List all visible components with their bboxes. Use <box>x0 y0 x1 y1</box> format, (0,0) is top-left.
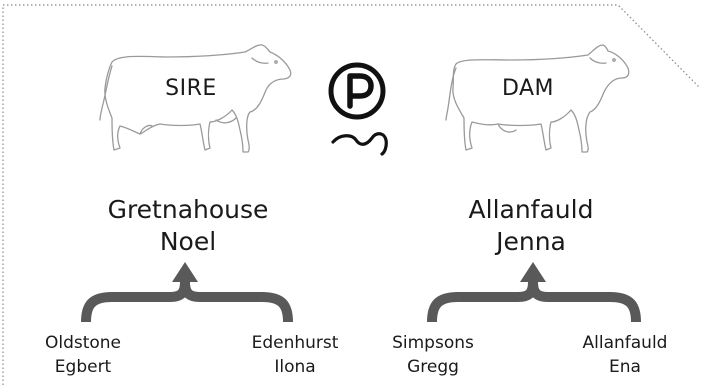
sire-granddam-line2: Ilona <box>274 357 316 377</box>
cow-outline-icon <box>445 44 630 153</box>
dam-name-line1: Allanfauld <box>468 195 594 224</box>
dam-name: Allanfauld Jenna <box>411 194 651 258</box>
dam-grandsire-line1: Simpsons <box>392 333 474 353</box>
dam-granddam-line2: Ena <box>609 357 641 377</box>
dam-grandsire-name: Simpsons Gregg <box>373 331 493 379</box>
dotted-frame <box>2 4 701 385</box>
dam-name-line2: Jenna <box>496 227 566 256</box>
sire-grandsire-line2: Egbert <box>54 357 112 377</box>
dam-grandsire-line2: Gregg <box>407 357 459 377</box>
sire-granddam-line1: Edenhurst <box>251 333 339 353</box>
sire-grandsire-name: Oldstone Egbert <box>23 331 143 379</box>
dam-granddam-line1: Allanfauld <box>582 333 668 353</box>
dam-label: DAM <box>501 76 555 101</box>
polled-p-icon <box>328 62 388 156</box>
sire-label: SIRE <box>165 76 217 101</box>
sire-bracket-arrow <box>81 262 293 323</box>
sire-name-line1: Gretnahouse <box>107 195 269 224</box>
sire-grandsire-line1: Oldstone <box>44 333 122 353</box>
dam-arrowhead <box>520 262 546 282</box>
sire-name: Gretnahouse Noel <box>68 194 308 258</box>
sire-arrowhead <box>172 262 198 282</box>
dam-bracket-arrow <box>427 262 641 323</box>
sire-name-line2: Noel <box>159 227 217 256</box>
bull-outline-icon <box>99 44 292 153</box>
dam-granddam-name: Allanfauld Ena <box>565 331 685 379</box>
sire-granddam-name: Edenhurst Ilona <box>235 331 355 379</box>
